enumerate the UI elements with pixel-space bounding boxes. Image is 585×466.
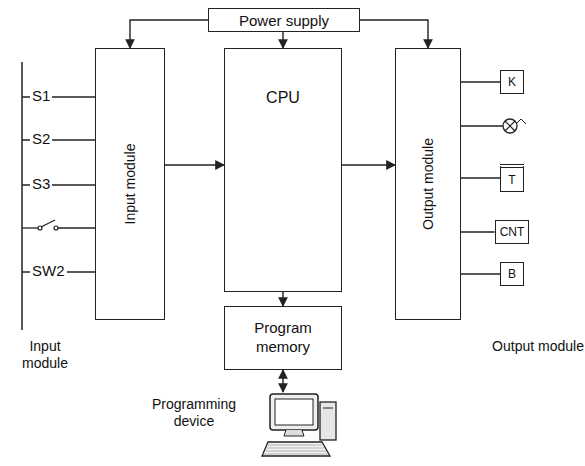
node-label: Power supply: [239, 12, 329, 29]
signal-arrow: [342, 164, 395, 165]
input-signal-name: S3: [30, 176, 52, 193]
cpu-box: CPU: [224, 48, 342, 292]
input-signal-name: S1: [30, 88, 52, 105]
module-caption: Output module: [490, 338, 585, 355]
signal-arrow: [360, 20, 428, 48]
buzzer-box: B: [500, 262, 524, 286]
node-label: CNT: [500, 225, 525, 239]
node-label: K: [508, 75, 516, 89]
programming-device: Programming device: [135, 392, 345, 460]
output-wire: [461, 231, 495, 232]
power-supply-box: Power supply: [208, 8, 360, 32]
output-wire: [461, 273, 500, 274]
lamp-symbol: [460, 119, 526, 133]
input-signal-name: SW2: [30, 263, 67, 280]
module-caption: Input module: [4, 338, 86, 372]
input-bus: [21, 62, 23, 330]
node-label: Programming device: [135, 396, 253, 430]
output-module-box: Output module: [395, 48, 461, 320]
node-label: Program memory: [225, 319, 341, 357]
signal-arrow: [282, 32, 283, 48]
node-label: CPU: [225, 89, 341, 107]
signal-arrow: [282, 370, 283, 392]
signal-arrow: [130, 20, 208, 48]
signal-arrow: [282, 292, 283, 306]
counter-box: CNT: [495, 220, 530, 244]
node-label: Output module: [420, 138, 436, 230]
node-label: Input module: [122, 144, 138, 225]
relay-coil-box: K: [500, 70, 524, 94]
computer-icon: [260, 392, 340, 460]
node-label: B: [508, 267, 516, 281]
input-signal-name: S2: [30, 131, 52, 148]
signal-arrow: [165, 164, 224, 165]
output-wire: [461, 177, 500, 178]
timer-box: T: [500, 164, 524, 192]
output-wire: [461, 81, 500, 82]
switch-symbol: [22, 220, 95, 230]
node-label: T: [508, 173, 515, 187]
input-module-box: Input module: [95, 48, 165, 320]
program-memory-box: Program memory: [224, 306, 342, 370]
